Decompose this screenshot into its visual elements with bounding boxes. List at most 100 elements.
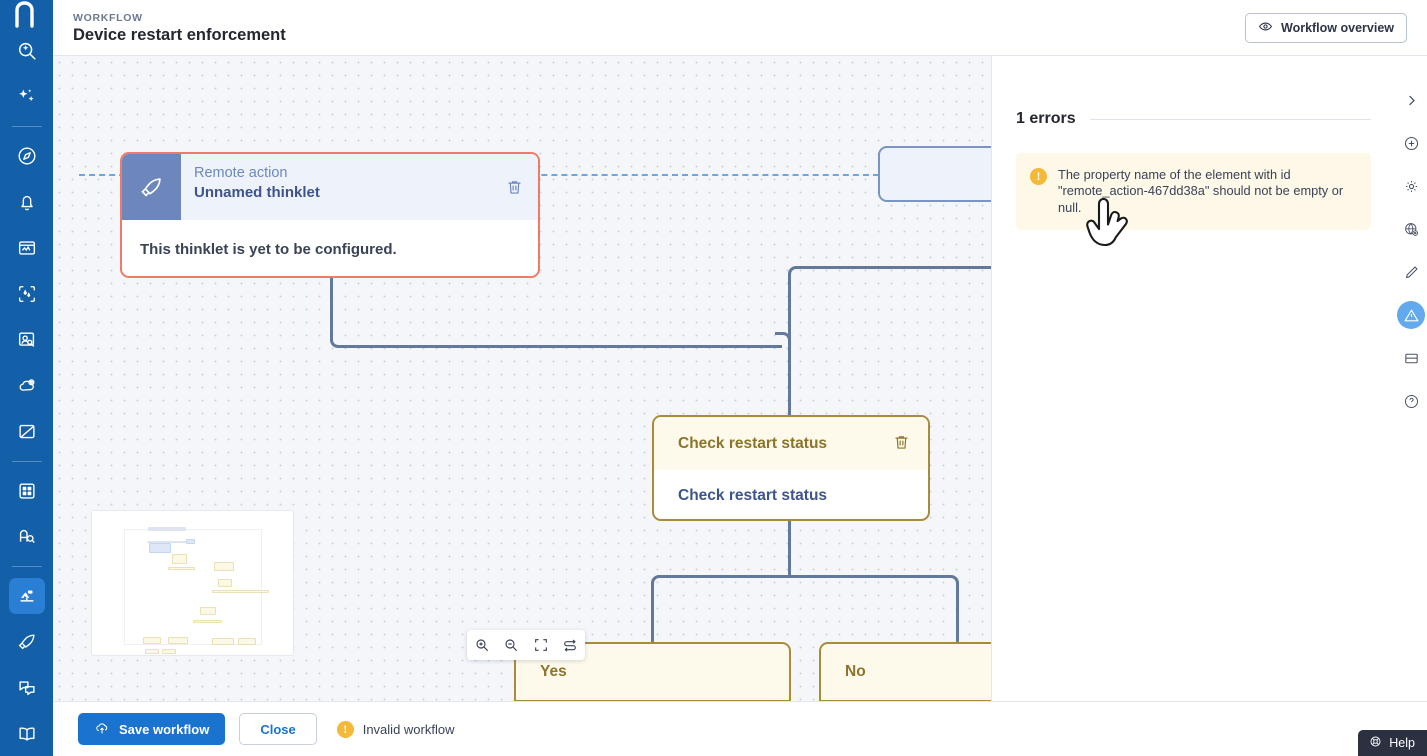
node-type-label: Remote action	[194, 165, 288, 181]
node-header-text: Remote action Unnamed thinklet	[181, 154, 320, 220]
sidebar-item-sparkles-ai-icon[interactable]	[9, 79, 45, 115]
help-label: Help	[1389, 736, 1415, 750]
node-header: Remote action Unnamed thinklet	[122, 154, 538, 220]
eye-icon	[1258, 19, 1273, 37]
workflow-overview-button[interactable]: Workflow overview	[1245, 12, 1407, 43]
sidebar-item-rocket-icon[interactable]	[9, 624, 45, 660]
connector-corner	[330, 332, 346, 348]
sidebar-nav	[0, 28, 53, 756]
sidebar-item-apps-grid-icon[interactable]	[9, 473, 45, 509]
pencil-icon[interactable]	[1397, 258, 1425, 286]
cloud-upload-icon	[94, 720, 110, 739]
left-sidebar	[0, 0, 53, 756]
node-check-restart-status[interactable]: Check restart status Check restart statu…	[652, 415, 930, 521]
save-workflow-button[interactable]: Save workflow	[78, 713, 226, 745]
sidebar-item-assets-scan-icon[interactable]	[9, 276, 45, 312]
errors-panel: 1 errors ! The property name of the elem…	[991, 56, 1395, 701]
connector-segment	[330, 278, 333, 340]
connector-segment	[666, 575, 788, 578]
connector-corner	[788, 266, 804, 282]
help-button[interactable]: Help	[1358, 730, 1427, 756]
minimap-shape	[143, 637, 161, 644]
header-kicker: WORKFLOW	[73, 11, 143, 24]
minimap-shape	[168, 637, 188, 644]
panel-layout-icon[interactable]	[1397, 344, 1425, 372]
node-branch-no[interactable]: No	[819, 642, 991, 701]
lifebuoy-icon	[1369, 735, 1382, 751]
fit-screen-icon[interactable]	[530, 634, 552, 656]
sidebar-item-device-screen-icon[interactable]	[9, 414, 45, 450]
connector-segment	[956, 590, 959, 644]
connector-corner	[651, 575, 667, 591]
sidebar-item-cloud-settings-icon[interactable]	[9, 368, 45, 404]
branch-label: Yes	[540, 663, 567, 680]
sidebar-item-compass-icon[interactable]	[9, 138, 45, 174]
minimap-shape	[162, 649, 176, 654]
sidebar-item-user-insight-icon[interactable]	[9, 322, 45, 358]
sidebar-item-discover-search-icon[interactable]	[9, 33, 45, 69]
node-header: Check restart status	[654, 417, 928, 470]
close-button[interactable]: Close	[239, 713, 317, 745]
bottom-action-bar: Save workflow Close ! Invalid workflow	[53, 701, 1427, 756]
offscreen-node-partial[interactable]	[878, 146, 991, 202]
right-icon-rail	[1395, 56, 1427, 701]
sidebar-item-automation-robot-icon[interactable]	[8, 578, 45, 614]
app-logo[interactable]	[0, 0, 53, 28]
sidebar-divider	[11, 461, 42, 462]
minimap-shape	[168, 567, 195, 570]
sidebar-item-chat-bubbles-icon[interactable]	[9, 670, 45, 706]
plus-circle-icon[interactable]	[1397, 129, 1425, 157]
error-item[interactable]: ! The property name of the element with …	[1016, 153, 1371, 231]
sidebar-divider	[11, 126, 42, 127]
minimap-shape	[238, 638, 256, 645]
workflow-status-label: Invalid workflow	[362, 721, 455, 737]
node-body-text: Check restart status	[678, 486, 828, 504]
error-message: The property name of the element with id…	[1058, 167, 1344, 215]
minimap-shape	[148, 527, 186, 531]
connector-segment	[788, 521, 791, 575]
canvas-zoom-toolbar	[467, 630, 585, 660]
zoom-out-icon[interactable]	[500, 634, 522, 656]
sidebar-item-monitor-chart-icon[interactable]	[9, 230, 45, 266]
globe-settings-icon[interactable]	[1397, 215, 1425, 243]
zoom-in-icon[interactable]	[471, 634, 493, 656]
node-title-label: Check restart status	[678, 434, 828, 452]
connector-segment	[788, 575, 944, 578]
connector-segment	[788, 278, 791, 345]
rearrange-icon[interactable]	[559, 634, 581, 656]
branch-label: No	[845, 663, 866, 680]
connector-segment	[345, 345, 782, 348]
node-remote-action[interactable]: Remote action Unnamed thinklet This thin…	[120, 152, 540, 278]
connector-segment	[803, 266, 991, 269]
warning-exclamation-icon: !	[336, 721, 354, 738]
sidebar-item-bell-icon[interactable]	[9, 184, 45, 220]
page-header: WORKFLOW Device restart enforcement Work…	[53, 0, 1427, 56]
minimap-shape	[193, 620, 222, 623]
workflow-canvas[interactable]: Remote action Unnamed thinklet This thin…	[53, 56, 991, 701]
sidebar-item-device-inspect-icon[interactable]	[9, 519, 45, 555]
connector-segment	[651, 590, 654, 644]
node-body-text: This thinklet is yet to be configured.	[140, 240, 397, 258]
trash-icon[interactable]	[505, 178, 524, 202]
minimap-shape	[186, 539, 195, 544]
minimap-shape	[172, 554, 187, 564]
workflow-status: ! Invalid workflow	[336, 720, 455, 738]
node-name-label: Unnamed thinklet	[194, 184, 320, 201]
trash-icon[interactable]	[892, 433, 911, 457]
chevron-right-icon[interactable]	[1397, 86, 1425, 114]
help-circle-icon[interactable]	[1397, 387, 1425, 415]
gear-icon[interactable]	[1397, 172, 1425, 200]
workflow-overview-label: Workflow overview	[1281, 20, 1394, 35]
sidebar-divider	[11, 566, 42, 567]
rocket-icon	[122, 154, 181, 220]
sidebar-item-book-icon[interactable]	[9, 716, 45, 752]
minimap-shape	[149, 543, 171, 553]
page-title: Device restart enforcement	[73, 25, 286, 44]
warning-triangle-icon[interactable]	[1397, 301, 1425, 329]
save-workflow-label: Save workflow	[119, 721, 210, 737]
connector-corner	[943, 575, 959, 591]
errors-header: 1 errors	[1016, 56, 1371, 128]
minimap[interactable]	[91, 510, 294, 656]
minimap-shape	[212, 638, 234, 645]
